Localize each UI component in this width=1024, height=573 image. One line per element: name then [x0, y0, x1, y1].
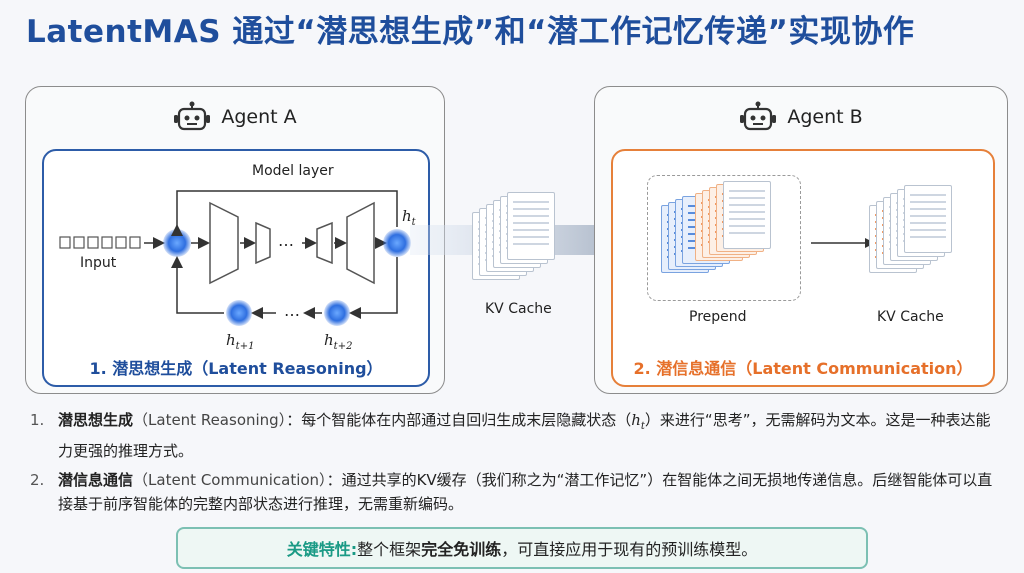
layer-encoder-2 [255, 221, 271, 265]
key-feature-text-pre: 整个框架 [357, 540, 422, 559]
point-body-end: ）来进行“思考”，无需解码为文本。这是一种表达能力更强的推理方式。 [58, 411, 991, 460]
prepend-region [647, 175, 801, 301]
layer-ellipsis: … [278, 231, 294, 250]
node-h-t [383, 229, 411, 257]
point-var: ht [631, 411, 645, 432]
agent-b-label: Agent B [787, 106, 863, 128]
latent-communication-box: Prepend KV Cache 2. 潜信息通信（Latent Communi… [611, 149, 995, 387]
list-item: 2. 潜信息通信（Latent Communication）：通过共享的KV缓存… [30, 471, 993, 513]
kv-cache-stack-b [869, 185, 969, 285]
h-t1-label: ht+1 [226, 331, 255, 352]
latent-reasoning-box: Model layer Input … … ht ht+1 ht+2 1. 潜思… [42, 149, 430, 387]
agent-b-header: Agent B [595, 101, 1007, 133]
agent-a-label: Agent A [221, 106, 297, 128]
key-feature-text-post: ，可直接应用于现有的预训练模型。 [501, 540, 758, 559]
kv-cache-stack-middle [472, 190, 572, 290]
point-subheading: （Latent Communication） [133, 471, 327, 489]
robot-icon [174, 101, 211, 131]
key-feature-label: 关键特性: [286, 540, 358, 559]
node-start [163, 229, 191, 257]
node-h-t1 [226, 300, 252, 326]
agent-a-panel: Agent A [25, 86, 445, 394]
point-heading: 潜信息通信 [58, 471, 134, 489]
point-heading: 潜思想生成 [58, 411, 134, 429]
list-item: 1. 潜思想生成（Latent Reasoning）：每个智能体在内部通过自回归… [30, 411, 991, 460]
key-feature-box: 关键特性: 整个框架 完全免训练 ，可直接应用于现有的预训练模型。 [176, 527, 868, 569]
key-feature-text-bold: 完全免训练 [421, 540, 502, 559]
layer-decoder-2 [346, 201, 375, 285]
node-h-t2 [324, 300, 350, 326]
description-list: 1. 潜思想生成（Latent Reasoning）：每个智能体在内部通过自回归… [30, 408, 1000, 521]
reasoning-diagram [59, 190, 411, 326]
page-title: LatentMAS 通过“潜思想生成”和“潜工作记忆传递”实现协作 [26, 14, 915, 50]
loop-ellipsis: … [284, 301, 300, 320]
point-subheading: （Latent Reasoning） [133, 411, 287, 429]
point-body: ：通过共享的KV缓存（我们称之为“潜工作记忆”）在智能体之间无损地传递信息。后继… [58, 471, 993, 513]
kv-cache-label-b: KV Cache [877, 309, 944, 325]
agent-a-header: Agent A [26, 101, 444, 133]
communication-caption: 2. 潜信息通信（Latent Communication） [633, 359, 973, 378]
h-t-label: ht [402, 207, 416, 228]
layer-encoder-1 [209, 201, 239, 285]
layer-decoder-1 [316, 221, 333, 265]
agent-b-panel: Agent B Prepend KV Cache 2. [594, 86, 1008, 394]
kv-cache-label-middle: KV Cache [485, 301, 552, 317]
prepended-kv-stack [661, 181, 791, 281]
robot-icon [740, 101, 777, 131]
input-label: Input [80, 255, 117, 271]
prepend-label: Prepend [689, 309, 747, 325]
point-body: ：每个智能体在内部通过自回归生成末层隐藏状态（ [286, 411, 632, 429]
input-tokens [59, 236, 141, 249]
model-layer-label: Model layer [252, 163, 334, 179]
h-t2-label: ht+2 [324, 331, 353, 352]
reasoning-caption: 1. 潜思想生成（Latent Reasoning） [89, 359, 383, 378]
